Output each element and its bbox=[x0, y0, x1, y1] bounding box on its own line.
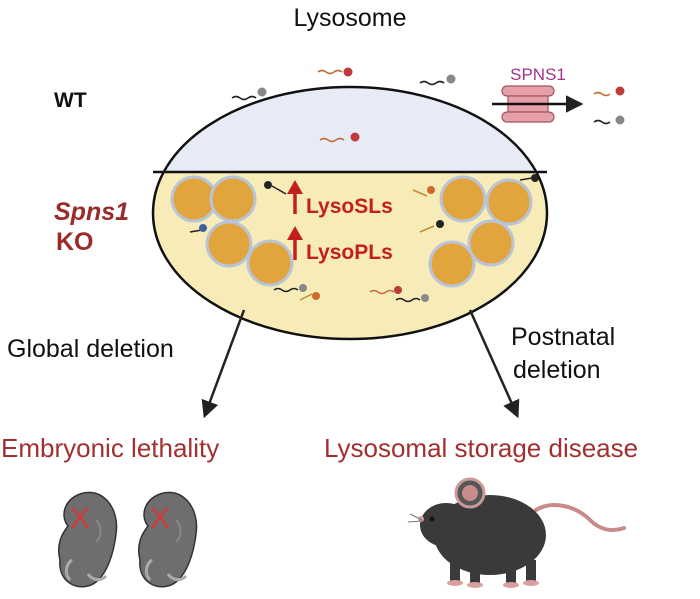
lipid-icon bbox=[412, 186, 435, 197]
lipid-icon bbox=[419, 220, 444, 233]
wt-lipids bbox=[231, 67, 456, 143]
mouse-icon bbox=[407, 477, 626, 588]
spns1-transporter bbox=[492, 85, 584, 123]
global-deletion-arrow bbox=[201, 309, 246, 419]
lipid-icon bbox=[319, 132, 360, 143]
lipid-icon bbox=[395, 294, 429, 303]
wt-label: WT bbox=[54, 89, 87, 112]
lipid-icon bbox=[593, 86, 625, 97]
lipid-icon bbox=[519, 174, 539, 182]
spns1-label: SPNS1 bbox=[510, 65, 566, 84]
global-deletion-label: Global deletion bbox=[7, 335, 174, 363]
lipid-icon bbox=[317, 67, 353, 77]
lysopl-label: LysoPLs bbox=[306, 241, 393, 264]
vesicle bbox=[246, 239, 294, 287]
spns1-ko-label: Spns1 KO bbox=[54, 198, 136, 256]
lipid-icon bbox=[299, 292, 320, 301]
lipid-icon bbox=[593, 115, 625, 125]
lysosome-title: Lysosome bbox=[293, 4, 406, 32]
lipid-icon bbox=[231, 87, 267, 101]
postnatal-label-line1: Postnatal bbox=[511, 323, 615, 351]
wt-compartment bbox=[153, 87, 547, 172]
exported-lipids bbox=[593, 86, 625, 125]
lipid-icon bbox=[264, 181, 287, 195]
vesicle bbox=[439, 175, 487, 223]
lipid-icon bbox=[369, 286, 402, 295]
ko-lipids bbox=[189, 174, 539, 303]
vesicle bbox=[209, 175, 257, 223]
lipid-icon bbox=[419, 74, 456, 86]
embryo-x-mark: X bbox=[70, 502, 90, 535]
lipid-icon bbox=[189, 224, 207, 233]
embryo-icon: X bbox=[57, 491, 118, 588]
vesicle bbox=[428, 240, 476, 288]
postnatal-label-line2: deletion bbox=[513, 356, 601, 384]
vesicle bbox=[467, 219, 515, 267]
lysosl-label: LysoSLs bbox=[306, 195, 393, 218]
vesicle bbox=[205, 220, 253, 268]
vesicle bbox=[170, 175, 218, 223]
gene-name: Spns1 bbox=[54, 198, 129, 226]
postnatal-deletion-arrow bbox=[468, 309, 520, 419]
outcome-embryonic-lethality: Embryonic lethality bbox=[1, 433, 219, 463]
accumulated-vesicles bbox=[170, 175, 533, 288]
embryo-x-mark: X bbox=[150, 502, 170, 535]
embryo-icon: X bbox=[137, 491, 198, 588]
lipid-icon bbox=[273, 284, 307, 293]
vesicle bbox=[485, 178, 533, 226]
lysosome-outline bbox=[151, 85, 549, 341]
lysopl-increase: LysoPLs bbox=[287, 226, 393, 264]
ko-suffix: KO bbox=[56, 228, 94, 256]
lysosl-increase: LysoSLs bbox=[287, 180, 393, 218]
outcome-lysosomal-storage-disease: Lysosomal storage disease bbox=[324, 433, 638, 463]
